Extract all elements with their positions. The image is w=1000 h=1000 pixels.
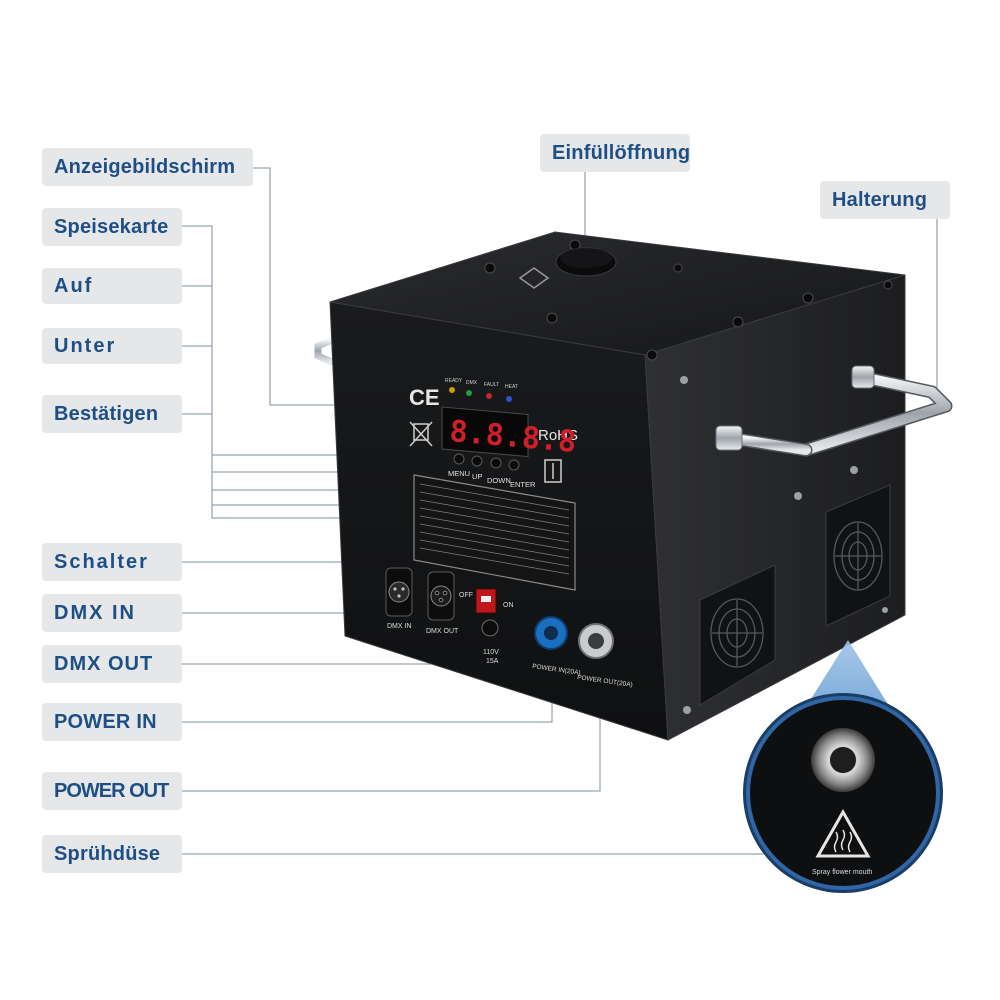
btn-label-down: DOWN xyxy=(487,476,511,485)
magnifier-circle xyxy=(746,696,940,890)
voltage-label: 110V xyxy=(483,649,499,656)
led-label-ready: READY xyxy=(445,378,463,384)
up-btn[interactable] xyxy=(471,455,483,467)
btn-label-menu: MENU xyxy=(448,469,470,478)
side-handle xyxy=(715,365,953,457)
control-buttons xyxy=(453,453,520,471)
callout-menu: Speisekarte xyxy=(42,208,182,246)
callout-dmx-in: DMX IN xyxy=(42,594,182,632)
callout-bracket: Halterung xyxy=(820,181,950,219)
led-label-heat: HEAT xyxy=(505,384,518,390)
callout-power-out: POWER OUT xyxy=(42,772,182,810)
leader-nozzle xyxy=(182,762,801,855)
callout-dmx-out: DMX OUT xyxy=(42,645,182,683)
power-out-connector[interactable] xyxy=(578,623,614,659)
ce-mark: CE xyxy=(409,385,440,410)
left-handle xyxy=(314,336,336,366)
switch-on-label: ON xyxy=(503,602,514,609)
callout-confirm: Bestätigen xyxy=(42,395,182,433)
callout-up: Auf xyxy=(42,268,182,304)
callout-nozzle: Sprühdüse xyxy=(42,835,182,873)
manual-icon xyxy=(544,459,562,483)
weee-icon xyxy=(409,421,433,447)
dmx-in-panel-label: DMX IN xyxy=(387,623,412,630)
hot-surface-icon xyxy=(815,808,871,858)
enter-btn[interactable] xyxy=(508,459,520,471)
display-screen xyxy=(441,406,529,458)
callout-down: Unter xyxy=(42,328,182,364)
menu-btn[interactable] xyxy=(453,453,465,465)
fuse-holder xyxy=(481,619,499,637)
led-indicators xyxy=(449,387,512,402)
btn-label-enter: ENTER xyxy=(510,480,536,489)
fog-machine: READY DMX FAULT HEAT CE RoHS 8.8.8.8 MEN… xyxy=(314,231,953,741)
dmx-out-connector[interactable] xyxy=(427,571,455,621)
fan-right xyxy=(825,484,891,627)
callout-display: Anzeigebildschirm xyxy=(42,148,253,186)
callout-switch: Schalter xyxy=(42,543,182,581)
led-label-fault: FAULT xyxy=(484,382,499,388)
power-in-connector[interactable] xyxy=(534,616,568,650)
dmx-in-connector[interactable] xyxy=(385,567,413,617)
callout-fill-port: Einfüllöffnung xyxy=(540,134,690,172)
nozzle-magnifier: Spray flower mouth xyxy=(743,640,943,893)
btn-label-up: UP xyxy=(472,472,482,481)
switch-off-label: OFF xyxy=(459,592,473,599)
fan-left xyxy=(699,564,776,706)
callout-power-in: POWER IN xyxy=(42,703,182,741)
nozzle-caption: Spray flower mouth xyxy=(812,869,872,876)
rohs-mark: RoHS xyxy=(538,427,578,444)
dmx-out-panel-label: DMX OUT xyxy=(426,628,459,635)
down-btn[interactable] xyxy=(490,457,502,469)
led-label-dmx: DMX xyxy=(466,380,478,386)
current-label: 15A xyxy=(486,658,499,665)
